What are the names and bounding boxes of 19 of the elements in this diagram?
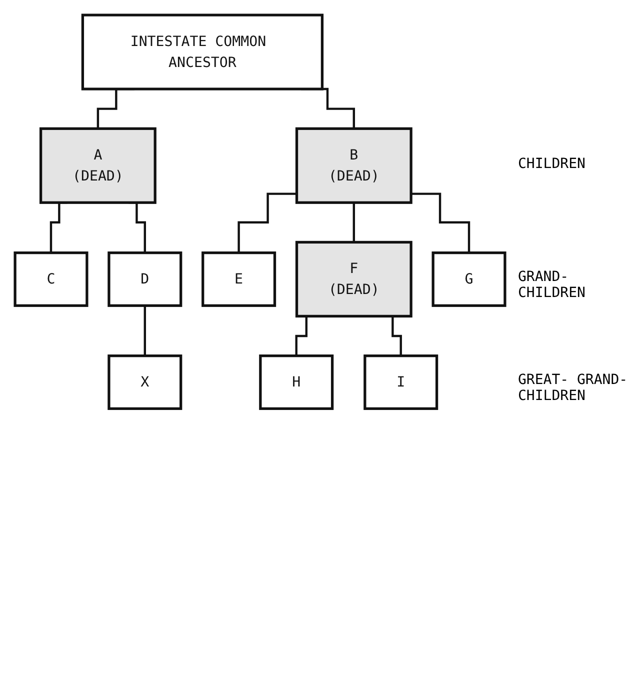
node-box (259, 354, 334, 410)
node-box (364, 354, 438, 410)
connector (238, 192, 297, 254)
node-box (14, 251, 88, 307)
node-box (295, 240, 412, 318)
node-box (432, 251, 506, 307)
connector (411, 192, 470, 254)
generation-label: GREAT- GRAND- CHILDREN (518, 372, 628, 404)
generation-label: GRAND- CHILDREN (518, 269, 586, 302)
connector (352, 202, 355, 244)
node-box (295, 127, 412, 204)
family-tree-diagram: INTESTATE COMMON ANCESTOR A (DEAD) B (DEAD) C D E F (DEAD) G X H I (8, 8, 512, 416)
generation-label: CHILDREN (518, 156, 586, 172)
node-box (81, 14, 324, 90)
node-box (202, 251, 276, 307)
node-box (108, 354, 182, 410)
connector (144, 304, 146, 357)
node-box (108, 251, 182, 307)
node-box (39, 127, 156, 204)
